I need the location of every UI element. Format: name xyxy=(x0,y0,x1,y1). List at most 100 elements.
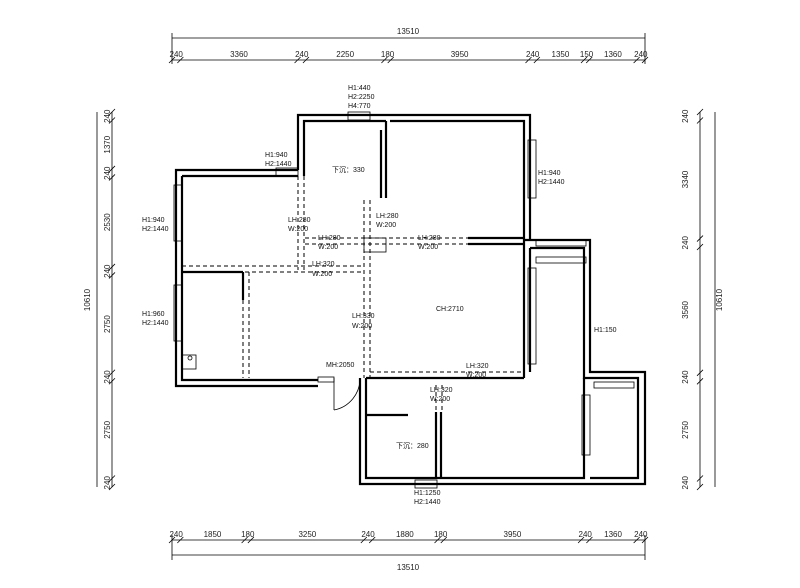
dim-bottom-segment-label: 3250 xyxy=(298,530,316,539)
dim-right-tick xyxy=(696,475,704,482)
dim-top-tick xyxy=(168,56,176,64)
beam-h-lh: LH:320 xyxy=(430,387,453,394)
dim-right-tick xyxy=(696,378,704,385)
dim-left-total: 10610 xyxy=(83,288,92,311)
dim-left-segment-label: 2750 xyxy=(103,315,112,333)
beam-f-lh: LH:330 xyxy=(352,313,375,320)
dim-top-tick xyxy=(580,56,588,64)
dim-top-tick xyxy=(302,56,310,64)
dim-bottom-segment-label: 240 xyxy=(634,530,648,539)
dim-bottom-segment-label: 240 xyxy=(169,530,183,539)
dim-top-tick xyxy=(525,56,532,64)
dim-left-segment-label: 240 xyxy=(103,476,112,490)
dim-left-tick xyxy=(108,377,116,385)
dim-bottom-tick xyxy=(360,536,368,544)
dim-right-segment-label: 240 xyxy=(681,236,690,250)
balcony-height: H1:150 xyxy=(594,327,617,334)
beam-b-lh: LH:280 xyxy=(376,213,399,220)
bottom-window-h1: H1:1250 xyxy=(414,490,441,497)
beam-g-w: W:200 xyxy=(466,372,486,379)
dim-left-tick xyxy=(108,369,116,377)
dim-left-tick xyxy=(108,483,116,491)
dim-bottom-tick xyxy=(434,536,441,544)
dim-bottom-segment-label: 1850 xyxy=(204,530,222,539)
dim-right-segment-label: 2750 xyxy=(681,420,690,438)
dim-left-segment-label: 240 xyxy=(103,109,112,123)
exterior-walls xyxy=(174,113,647,486)
top-window-h1: H1:440 xyxy=(348,85,371,92)
dim-left-segment-label: 2530 xyxy=(103,213,112,231)
dim-bottom-tick xyxy=(633,536,640,544)
dim-left-segment-label: 240 xyxy=(103,166,112,180)
dim-left-tick xyxy=(108,272,116,279)
windows xyxy=(173,111,635,489)
east-window-h2: H2:1440 xyxy=(538,179,565,186)
sink-bottom: 下沉：280 xyxy=(396,442,429,450)
dim-top-tick xyxy=(387,56,394,64)
annotations: H1:440 H2:2250 H4:770 H1:940 H2:1440 下沉：… xyxy=(142,85,617,506)
dim-left-tick xyxy=(108,108,116,116)
dim-bottom-tick xyxy=(247,536,255,544)
dim-bottom-tick xyxy=(577,536,585,544)
dim-bottom-tick xyxy=(241,536,248,544)
dim-top-tick xyxy=(381,56,388,64)
west-window-1-h2: H2:1440 xyxy=(142,226,169,233)
dim-right-tick xyxy=(696,243,704,251)
dim-bottom-segment-label: 240 xyxy=(579,530,593,539)
dim-top-segment-label: 2250 xyxy=(336,50,354,59)
dim-top-tick xyxy=(177,56,184,64)
dim-top-segment-label: 3950 xyxy=(451,50,469,59)
dim-bottom-segment-label: 1880 xyxy=(396,530,414,539)
dim-top-segment-label: 1350 xyxy=(552,50,570,59)
nw-window-h1: H1:940 xyxy=(265,152,288,159)
dim-right-segment-label: 3560 xyxy=(681,300,690,318)
dim-top-tick xyxy=(533,56,541,64)
beam-a-w: W:200 xyxy=(288,226,308,233)
sink-top: 下沉：330 xyxy=(332,166,365,174)
beam-h-w: W:200 xyxy=(430,396,450,403)
dim-top-tick xyxy=(633,56,640,64)
dim-bottom-total: 13510 xyxy=(397,563,420,572)
beam-f-w: W:200 xyxy=(352,323,372,330)
dim-top-segment-label: 240 xyxy=(634,50,648,59)
dim-top-total: 13510 xyxy=(397,27,420,36)
dim-top-segment-label: 1360 xyxy=(604,50,622,59)
dim-right-total: 10610 xyxy=(715,288,724,311)
dim-right-segment-label: 240 xyxy=(681,109,690,123)
dim-right-tick xyxy=(696,117,704,124)
dim-right-tick xyxy=(696,108,704,116)
dim-left-segment-label: 1370 xyxy=(103,135,112,153)
dim-right-segment-label: 3340 xyxy=(681,170,690,188)
dim-bottom-tick xyxy=(168,536,176,544)
dim-right-tick xyxy=(696,235,704,242)
dim-bottom-tick xyxy=(440,536,448,544)
beam-e-w: W:200 xyxy=(312,271,332,278)
dim-top-segment-label: 150 xyxy=(580,50,594,59)
beam-e-lh: LH:320 xyxy=(312,261,335,268)
dim-left-tick xyxy=(108,263,116,271)
beam-c-lh: LH:280 xyxy=(318,235,341,242)
west-window-2-h1: H1:960 xyxy=(142,311,165,318)
dim-top-tick xyxy=(294,56,301,64)
dim-bottom-segment-label: 180 xyxy=(241,530,255,539)
top-window-h4: H4:770 xyxy=(348,103,371,110)
dim-top-segment-label: 240 xyxy=(295,50,309,59)
beam-c-w: W:200 xyxy=(318,244,338,251)
dim-right-tick xyxy=(696,369,704,377)
nw-window-h2: H2:1440 xyxy=(265,161,292,168)
dim-left-tick xyxy=(108,117,116,124)
beam-d-lh: LH:280 xyxy=(418,235,441,242)
top-window-h2: H2:2250 xyxy=(348,94,375,101)
dim-top-tick xyxy=(585,56,593,64)
dim-top-segment-label: 180 xyxy=(381,50,395,59)
dim-top-segment-label: 3360 xyxy=(230,50,248,59)
dim-bottom-segment-label: 180 xyxy=(434,530,448,539)
west-window-2-h2: H2:1440 xyxy=(142,320,169,327)
dim-bottom-tick xyxy=(641,536,649,544)
dim-right-segment-label: 240 xyxy=(681,476,690,490)
dim-left-segment-label: 240 xyxy=(103,370,112,384)
bottom-window-h2: H2:1440 xyxy=(414,499,441,506)
